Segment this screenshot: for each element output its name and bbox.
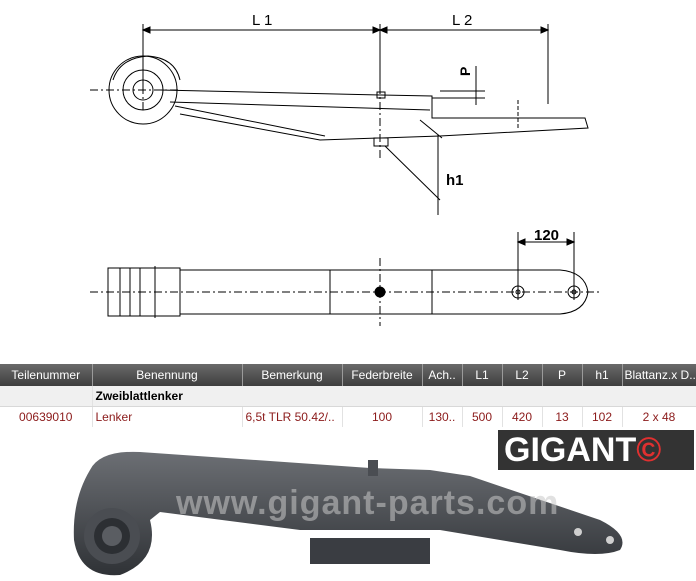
header-p[interactable]: P (542, 364, 583, 386)
technical-drawing: L 1 L 2 P h1 120 (90, 12, 600, 326)
gigant-logo: GIGANT© (498, 430, 694, 470)
product-photo (73, 451, 623, 576)
dim-120-label: 120 (534, 227, 559, 244)
cell-bemerkung[interactable]: 6,5t TLR 50.42/.. (242, 406, 343, 427)
cell-ach[interactable]: 130.. (422, 406, 463, 427)
cell-blattanz[interactable]: 2 x 48 (622, 406, 696, 427)
header-bemerkung[interactable]: Bemerkung (242, 364, 343, 386)
cell-p[interactable]: 13 (542, 406, 583, 427)
group-row: Zweiblattlenker (0, 386, 696, 407)
cell-l2[interactable]: 420 (502, 406, 543, 427)
group-label: Zweiblattlenker (92, 386, 696, 407)
cell-l1[interactable]: 500 (462, 406, 503, 427)
dim-p-label: P (457, 67, 473, 76)
header-blattanz[interactable]: Blattanz.x D.. (622, 364, 696, 386)
header-l1[interactable]: L1 (462, 364, 503, 386)
logo-ring: © (636, 431, 662, 469)
header-teilenummer[interactable]: Teilenummer (0, 364, 93, 386)
cell-federbreite[interactable]: 100 (342, 406, 423, 427)
parts-table: Teilenummer Benennung Bemerkung Federbre… (0, 364, 696, 427)
parts-table-container: Teilenummer Benennung Bemerkung Federbre… (0, 364, 696, 427)
dim-l2-label: L 2 (452, 12, 472, 29)
header-h1[interactable]: h1 (582, 364, 623, 386)
cell-h1[interactable]: 102 (582, 406, 623, 427)
header-benennung[interactable]: Benennung (92, 364, 243, 386)
cell-benennung[interactable]: Lenker (92, 406, 243, 427)
dim-h1-label: h1 (446, 172, 464, 189)
header-l2[interactable]: L2 (502, 364, 543, 386)
header-ach[interactable]: Ach.. (422, 364, 463, 386)
cell-teilenummer[interactable]: 00639010 (0, 406, 93, 427)
logo-text: GIGANT (504, 431, 637, 469)
dim-l1-label: L 1 (252, 12, 272, 29)
watermark-text: www.gigant-parts.com (176, 484, 560, 522)
table-row[interactable]: 00639010 Lenker 6,5t TLR 50.42/.. 100 13… (0, 406, 696, 427)
header-federbreite[interactable]: Federbreite (342, 364, 423, 386)
